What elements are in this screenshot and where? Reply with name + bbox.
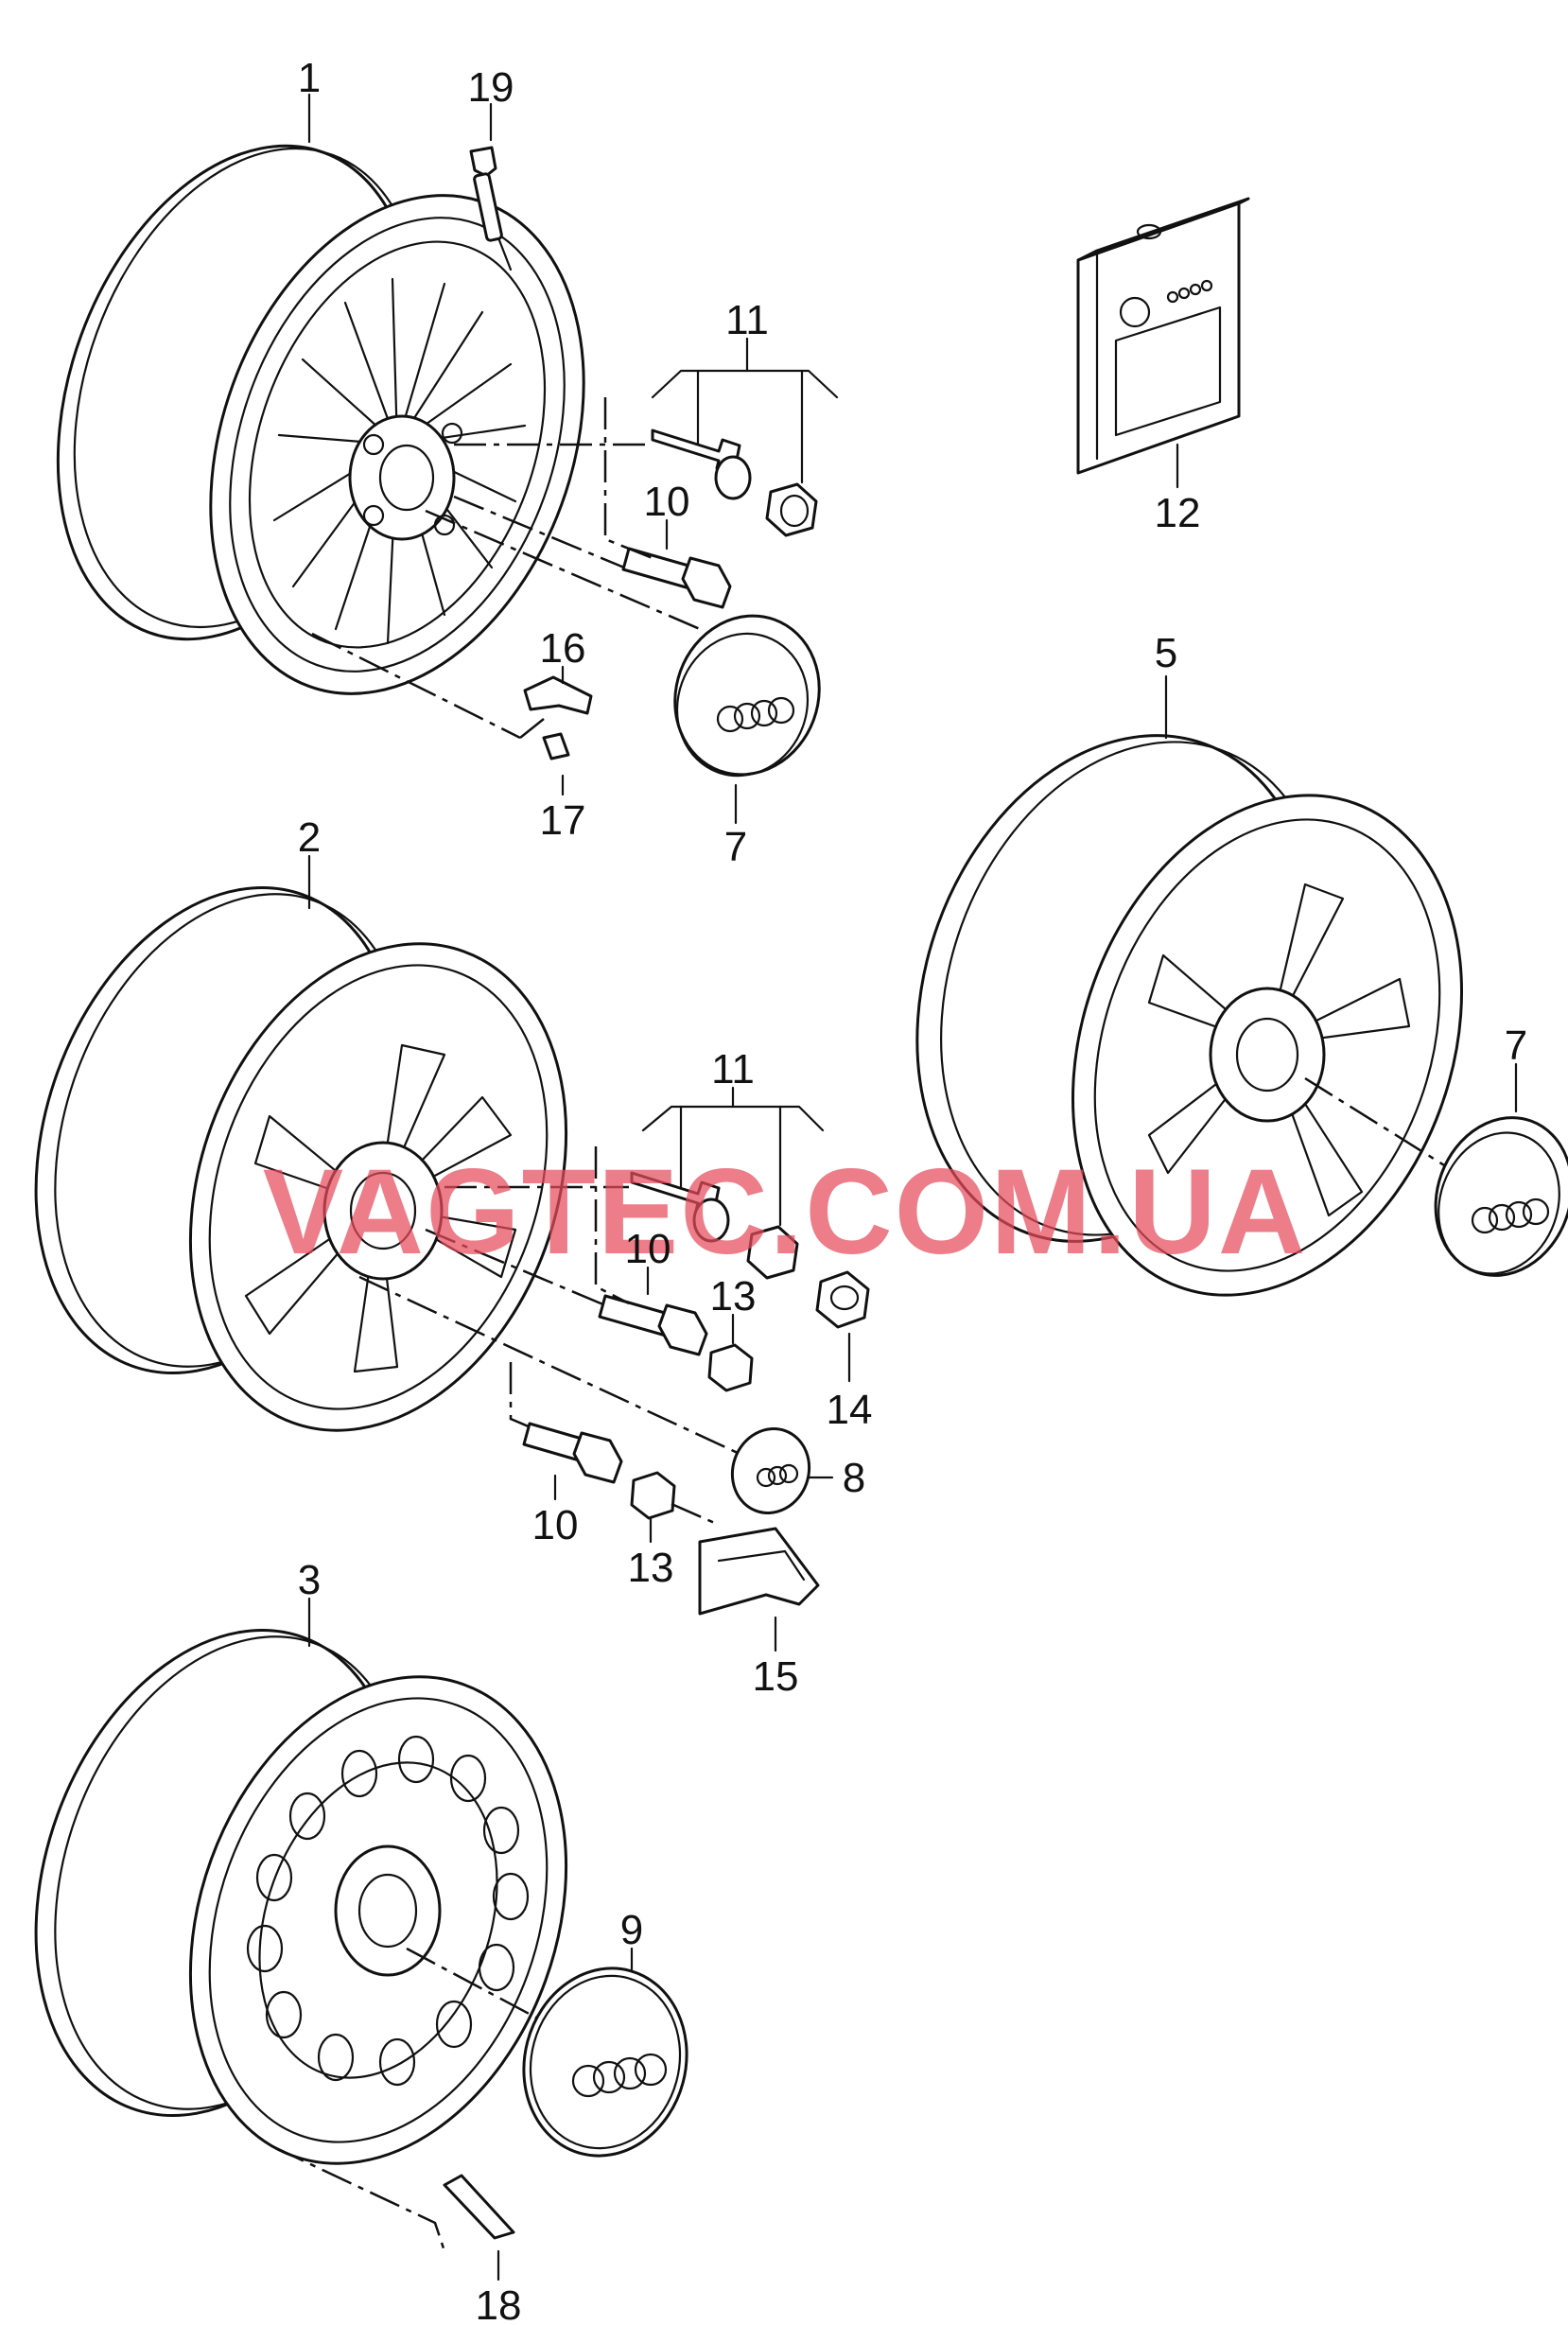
puller-tool-15 <box>698 1527 820 1616</box>
label-13-middle: 13 <box>710 1273 757 1320</box>
label-15: 15 <box>753 1653 799 1700</box>
label-7-top: 7 <box>724 824 747 870</box>
wheel-multispoke <box>56 144 585 695</box>
label-3: 3 <box>298 1557 321 1603</box>
label-12: 12 <box>1155 490 1201 536</box>
label-10-lower: 10 <box>532 1502 579 1548</box>
locking-bolt-kit-package <box>1076 197 1250 475</box>
label-11-middle: 11 <box>711 1046 755 1093</box>
center-cap-8 <box>730 1427 811 1514</box>
tire-valve <box>469 146 513 271</box>
wheel-nut-13b <box>630 1471 676 1520</box>
label-2: 2 <box>298 814 321 861</box>
wheel-nut-14 <box>815 1270 870 1329</box>
label-13-lower: 13 <box>628 1545 674 1591</box>
steel-wheel <box>34 1628 568 2165</box>
wheel-bolt-top <box>621 547 732 609</box>
watermark-text: VAGTEC.COM.UA <box>263 1145 1308 1280</box>
wheel-bolt-middle <box>598 1294 708 1356</box>
label-18: 18 <box>476 2282 522 2325</box>
balance-weight <box>523 675 593 760</box>
wheel-5-spoke-right <box>915 734 1464 1297</box>
label-10-top: 10 <box>644 479 690 525</box>
label-5: 5 <box>1155 630 1177 676</box>
locking-bolt-set-middle <box>630 1086 825 1280</box>
label-11-top: 11 <box>725 297 769 343</box>
wheel-6-spoke <box>34 885 568 1432</box>
hub-cap-top <box>673 614 821 778</box>
label-1: 1 <box>298 55 321 101</box>
label-7-right: 7 <box>1505 1023 1527 1069</box>
wheel-bolt-lower <box>522 1422 623 1484</box>
label-8: 8 <box>843 1455 865 1501</box>
valve-cap-18 <box>443 2174 515 2240</box>
label-16: 16 <box>540 625 586 672</box>
label-17: 17 <box>540 797 586 844</box>
label-14: 14 <box>827 1387 873 1433</box>
hub-cap-steel <box>522 1967 688 2158</box>
hub-cap-right <box>1434 1116 1568 1277</box>
wheel-nut-13a <box>707 1343 754 1392</box>
label-19: 19 <box>468 64 514 111</box>
label-9: 9 <box>620 1907 643 1953</box>
locking-bolt-set-top <box>651 337 839 537</box>
label-10-middle: 10 <box>625 1226 671 1272</box>
